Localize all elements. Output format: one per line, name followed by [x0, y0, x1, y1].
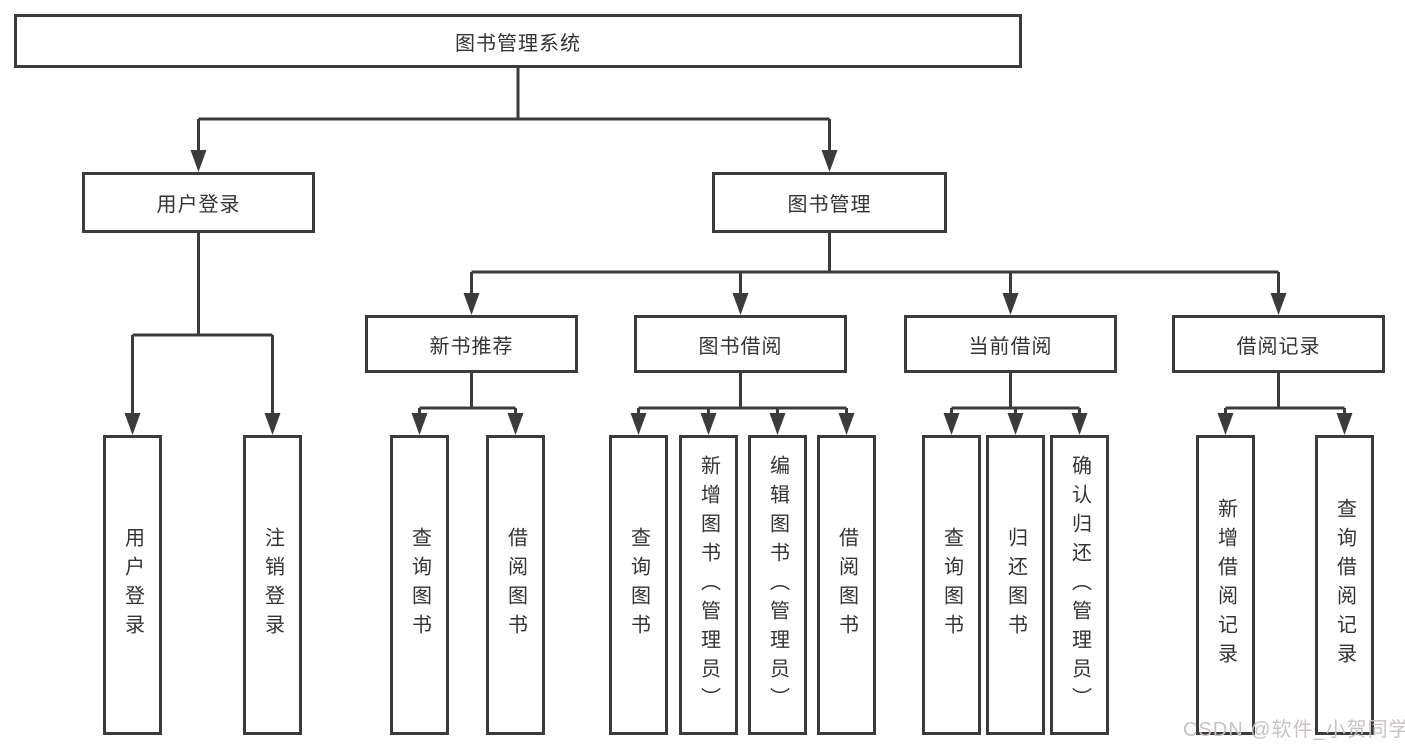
- node-book-manage: 图书管理: [712, 172, 947, 233]
- node-root-system: 图书管理系统: [14, 14, 1022, 68]
- leaf-query-book-1: 查询图书: [390, 435, 449, 735]
- node-borrow-records: 借阅记录: [1172, 315, 1385, 373]
- node-current-borrow: 当前借阅: [904, 315, 1117, 373]
- leaf-borrow-book-2: 借阅图书: [817, 435, 876, 735]
- node-borrow-records-label: 借阅记录: [1236, 335, 1321, 358]
- leaf-add-book-admin: 新增图书（管理员）: [679, 435, 738, 735]
- node-new-book-recommend-label: 新书推荐: [429, 335, 514, 358]
- leaf-query-borrow-record: 查询借阅记录: [1315, 435, 1374, 735]
- leaf-logout: 注销登录: [243, 435, 302, 735]
- leaf-confirm-return-admin: 确认归还（管理员）: [1050, 435, 1109, 735]
- node-book-borrow-label: 图书借阅: [698, 335, 783, 358]
- leaf-user-login: 用户登录: [103, 435, 162, 735]
- leaf-query-book-2: 查询图书: [609, 435, 668, 735]
- csdn-watermark: CSDN @软件_小贺同学: [1183, 719, 1405, 741]
- leaf-query-book-3: 查询图书: [922, 435, 981, 735]
- node-current-borrow-label: 当前借阅: [968, 335, 1053, 358]
- node-user-login-label: 用户登录: [156, 194, 241, 216]
- leaf-borrow-book-1: 借阅图书: [486, 435, 545, 735]
- node-root-label: 图书管理系统: [455, 32, 581, 55]
- node-book-borrow: 图书借阅: [634, 315, 847, 373]
- leaf-edit-book-admin: 编辑图书（管理员）: [748, 435, 807, 735]
- node-user-login: 用户登录: [82, 172, 315, 233]
- node-new-book-recommend: 新书推荐: [365, 315, 578, 373]
- node-book-manage-label: 图书管理: [787, 194, 872, 216]
- leaf-return-book: 归还图书: [986, 435, 1045, 735]
- leaf-add-borrow-record: 新增借阅记录: [1196, 435, 1255, 735]
